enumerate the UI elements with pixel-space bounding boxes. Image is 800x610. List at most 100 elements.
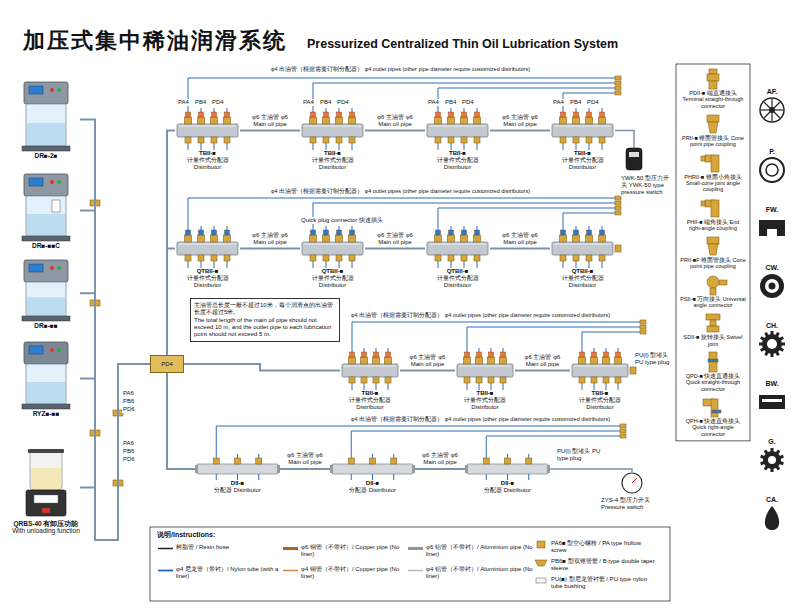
node-title: DR■-■■ bbox=[12, 322, 80, 329]
illustration-part bbox=[719, 280, 727, 285]
outlet-stub bbox=[451, 108, 452, 112]
illustration-part bbox=[476, 377, 482, 383]
outlet-stub bbox=[576, 108, 577, 112]
illustration-part bbox=[42, 508, 50, 513]
illustration-part bbox=[57, 88, 61, 92]
legend-sample bbox=[533, 558, 549, 567]
outlet-stub bbox=[464, 108, 465, 112]
part-drawing bbox=[680, 235, 746, 257]
pipe-plug bbox=[630, 367, 636, 374]
illustration-part bbox=[339, 143, 340, 150]
illustration-part bbox=[26, 104, 66, 146]
node-title: AF. bbox=[754, 88, 790, 96]
pipe-plug bbox=[615, 245, 621, 252]
illustration-part bbox=[374, 352, 379, 357]
part-drawing bbox=[175, 110, 240, 150]
illustration-part bbox=[603, 377, 609, 383]
part-drawing bbox=[175, 228, 240, 268]
illustration-part bbox=[361, 357, 368, 364]
illustration-part bbox=[225, 112, 230, 117]
illustration-part bbox=[24, 342, 68, 364]
node-text: 计量件式分配器 Distributor bbox=[550, 275, 615, 289]
node-title: DII-■ bbox=[330, 480, 415, 487]
illustration-part bbox=[57, 180, 61, 184]
illustration-part bbox=[594, 383, 595, 390]
illustration-part bbox=[449, 230, 454, 235]
part-drawing bbox=[680, 197, 746, 219]
annotation-label: PD4 bbox=[586, 99, 600, 106]
illustration-part bbox=[179, 126, 236, 127]
illustration-part bbox=[586, 137, 592, 143]
illustration-part bbox=[361, 377, 367, 383]
switch-pipe bbox=[550, 469, 632, 472]
node-title: 主油管总长度一般不超过10米，每个润滑点的出油管长度不超过5米。 bbox=[194, 302, 336, 316]
illustration-part bbox=[574, 112, 579, 117]
illustration-part bbox=[586, 255, 592, 261]
node-title: RYZ■-■■ bbox=[12, 410, 80, 417]
outlet-stub bbox=[214, 108, 215, 112]
illustration-part bbox=[591, 357, 598, 364]
illustration-part bbox=[474, 235, 481, 242]
illustration-part bbox=[22, 316, 70, 321]
illustration-part bbox=[304, 126, 361, 127]
illustration-part bbox=[491, 383, 492, 390]
illustration-part bbox=[57, 348, 61, 352]
illustration-part bbox=[391, 458, 397, 464]
illustration-part bbox=[339, 261, 340, 268]
illustration-part bbox=[560, 255, 566, 261]
illustration-part bbox=[438, 143, 439, 150]
illustration-part bbox=[52, 200, 60, 212]
outlet-stub bbox=[364, 348, 365, 352]
illustration-part bbox=[185, 117, 192, 124]
illustration-part bbox=[29, 346, 43, 354]
gauge-needle bbox=[632, 478, 637, 483]
annotation-label: YWK-50 型压力开关 YWK-50 type pressure switch bbox=[620, 175, 674, 196]
main-oil-pipe bbox=[490, 248, 550, 250]
illustration-part bbox=[528, 474, 529, 480]
illustration-part bbox=[336, 255, 342, 261]
illustration-part bbox=[488, 377, 494, 383]
main-oil-pipe bbox=[415, 468, 465, 470]
illustration-part bbox=[766, 164, 778, 176]
illustration-part bbox=[376, 383, 377, 390]
illustration-part bbox=[763, 451, 781, 469]
illustration-part bbox=[177, 124, 238, 137]
pipe-label: φ6 主油管 φ6 Main oil pipe bbox=[371, 232, 419, 246]
outlet-stub bbox=[227, 226, 228, 230]
legend-text: PB6■ 型双锥管套 / B type double taper sleeve bbox=[551, 558, 658, 572]
node-title: PDII-■ 端直通接头 Terminal straight-through c… bbox=[680, 90, 746, 109]
illustration-part bbox=[370, 458, 376, 464]
switch-pipe bbox=[615, 131, 634, 149]
node-text: 计量件式分配器 Distributor bbox=[340, 397, 400, 411]
distributor-block: TBII-■计量件式分配器 Distributor bbox=[300, 110, 365, 171]
illustration-part bbox=[710, 288, 716, 295]
outlet-pipe bbox=[563, 93, 615, 112]
node-title: PRII-■F 锥面管接头 Cone point pipe coupling bbox=[680, 257, 746, 270]
part-drawing bbox=[680, 274, 746, 296]
part-drawing bbox=[465, 450, 550, 480]
illustration-part bbox=[488, 357, 495, 364]
legend-text: φ6 铝管（不带衬）/ Aluminium pipe (No liner) bbox=[426, 544, 533, 558]
outlet-stub bbox=[618, 348, 619, 352]
annotation-label: PB4 bbox=[319, 99, 332, 106]
illustration-part bbox=[475, 112, 480, 117]
illustration-part bbox=[277, 465, 280, 473]
distributor-block: TBII-■计量件式分配器 Distributor bbox=[455, 350, 515, 411]
node-text: 计量件式分配器 Distributor bbox=[175, 275, 240, 289]
illustration-part bbox=[760, 98, 784, 122]
outlet-stub bbox=[326, 108, 327, 112]
illustration-part bbox=[475, 230, 480, 235]
annotation-label: PB4 bbox=[444, 99, 457, 106]
symbol-item: P. bbox=[754, 148, 790, 184]
symbol-item: CA. bbox=[754, 496, 790, 532]
illustration-part bbox=[304, 244, 361, 245]
illustration-part bbox=[26, 196, 66, 236]
illustration-part bbox=[457, 364, 513, 377]
illustration-part bbox=[461, 117, 468, 124]
fitting-item: PRII-■ 锥面管接头 Cone point pipe coupling bbox=[680, 113, 746, 148]
legend-sample bbox=[533, 576, 549, 585]
illustration-part bbox=[323, 117, 330, 124]
illustration-part bbox=[198, 117, 205, 124]
illustration-part bbox=[599, 235, 606, 242]
fitting-panel bbox=[676, 64, 750, 441]
